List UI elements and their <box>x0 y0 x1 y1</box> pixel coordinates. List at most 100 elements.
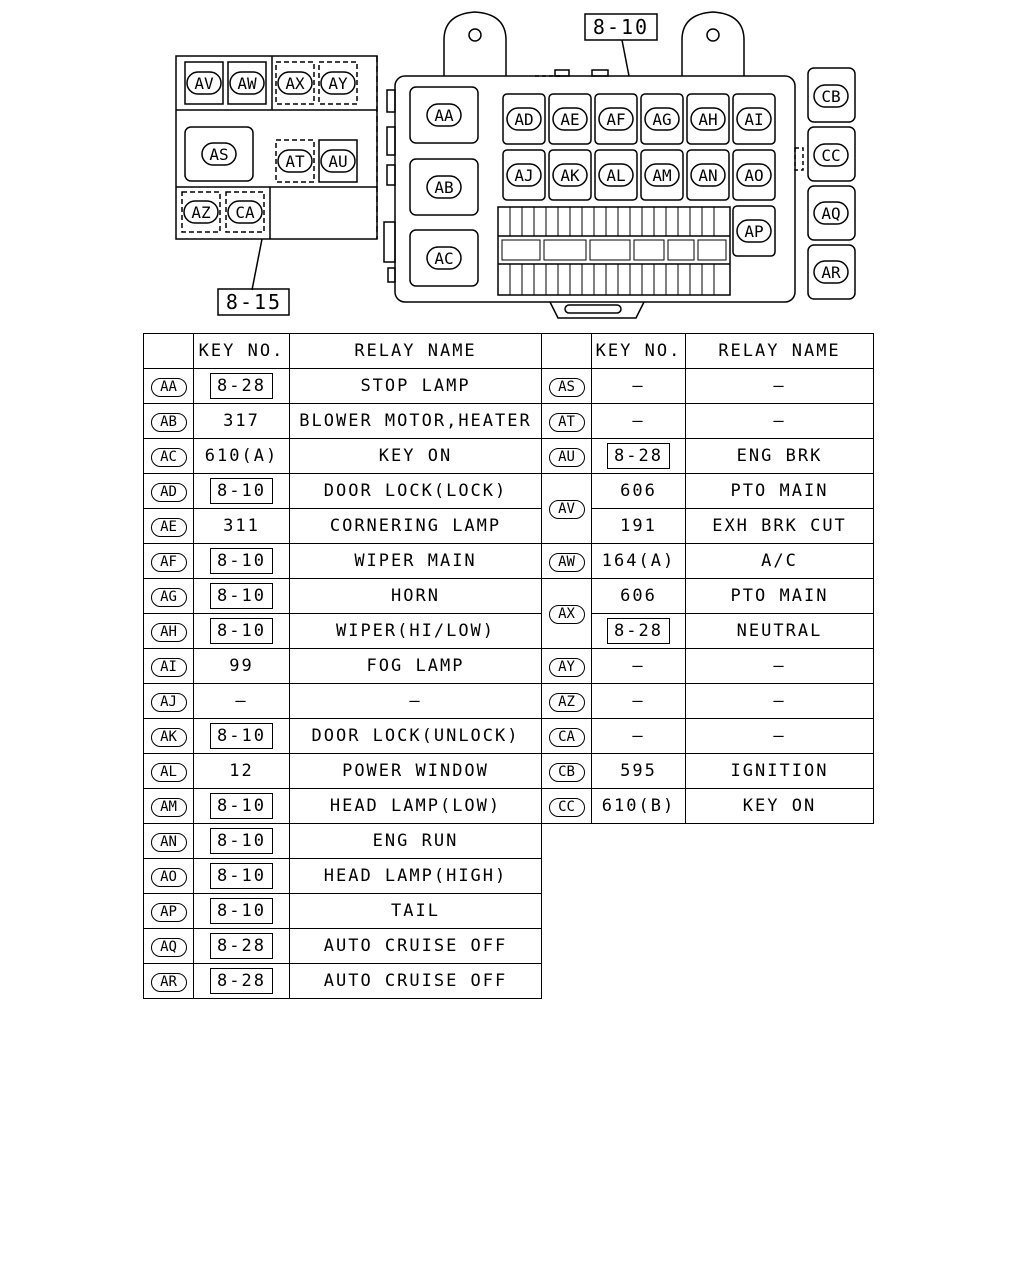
svg-text:AQ: AQ <box>821 204 840 223</box>
relay-aw-label: AW <box>229 71 265 95</box>
svg-text:AH: AH <box>698 110 717 129</box>
right-key-no-cell: 606 <box>591 473 686 509</box>
key-no-boxed-ref: 8-28 <box>210 933 273 959</box>
key-no-value: 595 <box>620 761 657 781</box>
key-no-boxed-ref: 8-28 <box>607 443 670 469</box>
right-relay-code-cell: AT <box>541 403 592 439</box>
left-relay-code-cell: AA <box>143 368 194 404</box>
relay-code-badge: AE <box>150 517 187 537</box>
relay-code-badge: AQ <box>150 937 187 957</box>
left-key-no-cell: 8-10 <box>193 858 290 894</box>
relay-ae-label: AE <box>552 107 588 131</box>
right-key-no-cell: 595 <box>591 753 686 789</box>
svg-text:AJ: AJ <box>514 166 533 185</box>
left-relay-code-cell: AG <box>143 578 194 614</box>
right-relay-code-cell: AX <box>541 578 592 649</box>
svg-text:AA: AA <box>434 106 454 125</box>
right-key-no-cell: 606 <box>591 578 686 614</box>
right-key-no-cell: 610(B) <box>591 788 686 824</box>
left-key-no-cell: 610(A) <box>193 438 290 474</box>
right-key-no-cell: — <box>591 683 686 719</box>
left-relay-code-cell: AN <box>143 823 194 859</box>
right-relay-name-cell: PTO MAIN <box>685 578 874 614</box>
table-row: AJ——AZ—— <box>143 683 874 719</box>
svg-text:AK: AK <box>560 166 580 185</box>
relay-code-badge: AR <box>150 972 187 992</box>
empty-cell <box>542 859 874 894</box>
right-relay-name-cell: IGNITION <box>685 753 874 789</box>
relay-code-badge: AX <box>548 605 585 624</box>
svg-text:AX: AX <box>285 74 305 93</box>
left-key-no-cell: 8-10 <box>193 543 290 579</box>
callout-box-8-10 <box>584 13 658 41</box>
relay-ag-label: AG <box>644 107 680 131</box>
key-no-boxed-ref: 8-10 <box>210 478 273 504</box>
relay-az-label: AZ <box>183 200 219 224</box>
svg-text:AF: AF <box>606 110 625 129</box>
key-no-boxed-ref: 8-10 <box>210 898 273 924</box>
key-no-value: — <box>632 691 645 711</box>
relay-code-badge: AB <box>150 412 187 432</box>
key-no-value: 164(A) <box>601 551 676 571</box>
key-no-value: 311 <box>223 516 260 536</box>
left-key-no-cell: 8-10 <box>193 788 290 824</box>
left-key-no-cell: 8-10 <box>193 578 290 614</box>
left-relay-code-cell: AC <box>143 438 194 474</box>
svg-text:AO: AO <box>744 166 763 185</box>
right-relay-code-cell: CB <box>541 753 592 789</box>
svg-text:AS: AS <box>209 145 228 164</box>
callout-8-10: 8-10 <box>593 15 649 39</box>
right-relay-name-cell: — <box>685 403 874 439</box>
key-no-boxed-ref: 8-10 <box>210 863 273 889</box>
right-relay-code-cell: AU <box>541 438 592 474</box>
header-code-left <box>143 333 194 369</box>
left-relay-code-cell: AR <box>143 963 194 999</box>
relay-code-badge: AF <box>150 552 187 572</box>
svg-text:AG: AG <box>652 110 671 129</box>
key-no-value: — <box>632 376 645 396</box>
svg-text:AW: AW <box>237 74 257 93</box>
left-key-no-cell: 99 <box>193 648 290 684</box>
left-relay-name-cell: CORNERING LAMP <box>289 508 542 544</box>
left-relay-code-cell: AM <box>143 788 194 824</box>
key-no-value: — <box>632 411 645 431</box>
key-no-boxed-ref: 8-10 <box>210 723 273 749</box>
relay-code-badge: AI <box>150 657 187 677</box>
header-key-no-right: KEY NO. <box>591 333 686 369</box>
relay-code-badge: AD <box>150 482 187 502</box>
callout-box-8-15 <box>217 288 290 316</box>
relay-code-badge: AN <box>150 832 187 852</box>
left-relay-name-cell: KEY ON <box>289 438 542 474</box>
left-key-no-cell: 8-28 <box>193 963 290 999</box>
header-code-right <box>541 333 592 369</box>
relay-ad-label: AD <box>506 107 542 131</box>
left-relay-name-cell: WIPER(HI/LOW) <box>289 613 542 649</box>
left-relay-name-cell: AUTO CRUISE OFF <box>289 963 542 999</box>
svg-text:AP: AP <box>744 222 763 241</box>
relay-code-badge: CA <box>548 727 585 747</box>
relay-as-label: AS <box>201 142 237 166</box>
relay-code-badge: AJ <box>150 692 187 712</box>
right-key-no-cell: — <box>591 648 686 684</box>
left-key-no-cell: 8-10 <box>193 823 290 859</box>
right-key-no-cell: — <box>591 368 686 404</box>
left-relay-name-cell: TAIL <box>289 893 542 929</box>
left-relay-code-cell: AP <box>143 893 194 929</box>
key-no-boxed-ref: 8-10 <box>210 793 273 819</box>
relay-code-badge: AP <box>150 902 187 922</box>
left-relay-name-cell: HORN <box>289 578 542 614</box>
right-relay-name-cell: — <box>685 683 874 719</box>
relay-ax-label: AX <box>277 71 313 95</box>
relay-cb-label: CB <box>813 84 849 108</box>
left-relay-name-cell: WIPER MAIN <box>289 543 542 579</box>
relay-code-badge: AZ <box>548 692 585 712</box>
left-relay-name-cell: POWER WINDOW <box>289 753 542 789</box>
